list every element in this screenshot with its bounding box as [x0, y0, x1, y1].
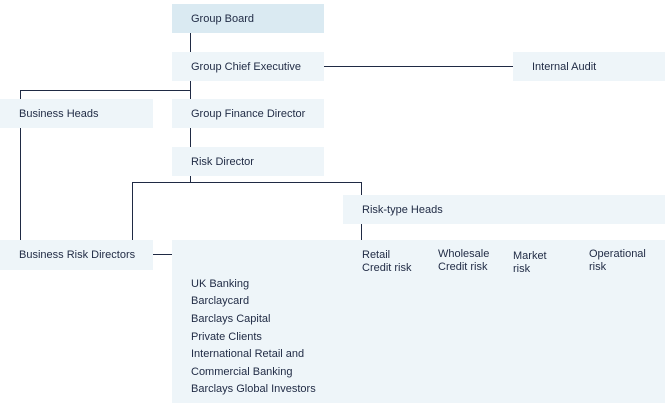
business-unit-item: Barclays Capital	[191, 313, 271, 325]
risk-type-retail-credit: Retail Credit risk	[362, 249, 412, 274]
business-heads-box: Business Heads	[0, 99, 153, 128]
business-heads-label: Business Heads	[19, 107, 99, 120]
business-unit-item: Private Clients	[191, 331, 262, 343]
connector-ceo-to-internal-audit	[324, 66, 513, 67]
connector-business-heads-drop	[20, 90, 21, 99]
connector-business-heads-branch	[20, 90, 191, 91]
business-unit-item: International Retail and	[191, 348, 305, 360]
business-unit-item: Barclaycard	[191, 295, 250, 307]
business-risk-directors-box: Business Risk Directors	[0, 240, 153, 270]
risk-director-label: Risk Director	[191, 155, 254, 168]
connector-risk-directors-to-matrix	[153, 254, 172, 255]
connector-risk-type-heads-to-matrix	[361, 224, 362, 240]
risk-type-heads-box: Risk-type Heads	[343, 195, 665, 224]
risk-type-market: Market risk	[513, 250, 547, 275]
connector-to-risk-type-heads	[361, 182, 362, 195]
connector-business-heads-to-risk-directors	[20, 128, 21, 240]
business-unit-item: Barclays Global Investors	[191, 383, 316, 395]
group-chief-executive-label: Group Chief Executive	[191, 60, 302, 73]
business-risk-directors-label: Business Risk Directors	[19, 249, 136, 261]
business-unit-item: UK Banking	[191, 278, 250, 290]
group-finance-director-label: Group Finance Director	[191, 107, 306, 120]
risk-director-box: Risk Director	[172, 147, 324, 176]
connector-to-business-risk-directors	[132, 182, 133, 240]
connector-board-to-ceo	[190, 33, 191, 52]
risk-matrix-panel	[172, 240, 665, 403]
group-board-label: Group Board	[191, 12, 254, 25]
group-chief-executive-box: Group Chief Executive	[172, 52, 324, 81]
connector-risk-director-down	[190, 176, 191, 183]
connector-finance-to-risk-director	[190, 128, 191, 147]
group-board-box: Group Board	[172, 4, 324, 33]
group-finance-director-box: Group Finance Director	[172, 99, 324, 128]
business-unit-item: Commercial Banking	[191, 366, 293, 378]
risk-type-heads-label: Risk-type Heads	[362, 203, 443, 216]
internal-audit-box: Internal Audit	[513, 52, 665, 81]
internal-audit-label: Internal Audit	[532, 60, 597, 73]
risk-type-wholesale-credit: Wholesale Credit risk	[438, 248, 490, 273]
risk-type-operational: Operational risk	[589, 248, 646, 273]
connector-risk-director-branch	[132, 182, 362, 183]
